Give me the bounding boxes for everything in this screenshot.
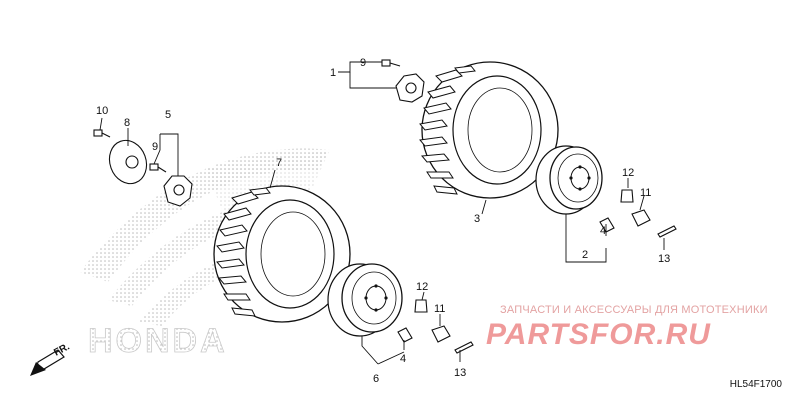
- callout-3: 3: [474, 213, 480, 225]
- callout-12-front: 12: [416, 281, 428, 293]
- callout-9-left: 9: [152, 141, 158, 153]
- bolt-9-top: [381, 59, 391, 67]
- honda-brand-text: HONDA: [88, 322, 228, 360]
- callout-13-rear: 13: [658, 253, 670, 265]
- callout-11-front: 11: [434, 303, 445, 315]
- wheel-front: [327, 263, 403, 337]
- bolt-9-left: [149, 163, 159, 171]
- callout-12-rear: 12: [622, 167, 634, 179]
- watermark-tagline: ЗАПЧАСТИ И АКСЕССУАРЫ ДЛЯ МОТОТЕХНИКИ: [500, 304, 768, 316]
- diagram-code: HL54F1700: [729, 379, 782, 390]
- leader-lines: [99, 61, 665, 365]
- callout-9-top: 9: [360, 57, 366, 69]
- brake-disc-center: [125, 155, 139, 169]
- callout-4-rear: 4: [600, 225, 606, 237]
- nut-11-rear: [631, 209, 651, 227]
- front-direction-label: FR.: [52, 341, 72, 358]
- front-direction-arrow: FR.: [30, 341, 72, 376]
- callout-numbers: 1 9 10 8 5 9 7 3 12 11 4 13 2 12 11 4 6 …: [96, 57, 670, 385]
- valve-4-rear: [599, 217, 615, 233]
- callout-8: 8: [124, 117, 130, 129]
- valve-cap-12-rear: [620, 189, 634, 203]
- callout-10: 10: [96, 105, 108, 117]
- valve-4-front: [397, 327, 413, 343]
- clip-13-front: [454, 341, 474, 354]
- tire-front: [213, 185, 351, 323]
- callout-7: 7: [276, 157, 282, 169]
- callout-11-rear: 11: [640, 187, 651, 199]
- wheel-rear: [535, 145, 603, 215]
- tire-rear: [419, 61, 559, 199]
- watermark-brand: PARTSFOR.RU: [486, 318, 711, 351]
- callout-6: 6: [373, 373, 379, 385]
- callout-1: 1: [330, 67, 336, 79]
- clip-13-rear: [657, 225, 677, 238]
- nut-11-front: [431, 325, 451, 343]
- small-parts: [93, 59, 677, 354]
- bolt-10: [93, 129, 103, 137]
- valve-cap-12-front: [414, 299, 428, 313]
- callout-13-front: 13: [454, 367, 466, 379]
- hub-rear-center: [405, 82, 417, 94]
- callout-5: 5: [165, 109, 171, 121]
- callout-4-front: 4: [400, 353, 406, 365]
- callout-2: 2: [582, 249, 588, 261]
